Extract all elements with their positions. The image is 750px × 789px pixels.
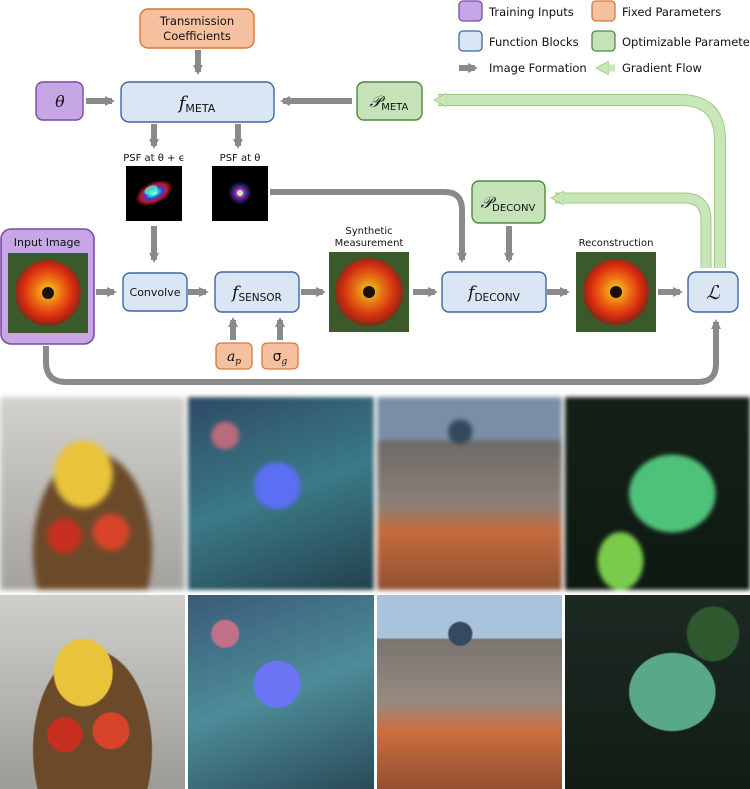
p-deconv-block: 𝒫DECONV xyxy=(471,180,546,224)
legend-image-formation: Image Formation xyxy=(489,61,587,75)
svg-text:Transmission: Transmission xyxy=(159,14,234,28)
psf-theta-image xyxy=(212,166,268,221)
legend-swatch-optim xyxy=(591,30,616,52)
svg-text:Coefficients: Coefficients xyxy=(163,29,231,43)
photo-row-blurry xyxy=(0,397,750,590)
svg-text:σg: σg xyxy=(273,349,288,367)
pipeline-diagram: Training Inputs Fixed Parameters Functio… xyxy=(0,0,750,385)
psf-eps-label: PSF at θ + ϵ xyxy=(123,153,185,164)
photo-chameleon-blurry xyxy=(564,397,750,590)
p-meta-block: 𝒫META xyxy=(356,81,423,121)
legend-gradient-flow: Gradient Flow xyxy=(622,61,702,75)
sigma-g-block: σg xyxy=(261,342,299,370)
gradient-flow-arrows xyxy=(438,100,726,268)
loss-block: ℒ xyxy=(687,271,739,313)
legend-fixed-parameters: Fixed Parameters xyxy=(622,5,721,19)
legend-swatch-fixed xyxy=(591,0,616,22)
f-deconv-block: fDECONV xyxy=(441,271,547,313)
photo-blue-flower-reconstructed xyxy=(188,595,374,789)
photo-fruit-bowl-reconstructed xyxy=(0,595,186,789)
photo-city-rooftops-blurry xyxy=(376,397,562,590)
photo-city-rooftops-reconstructed xyxy=(376,595,562,789)
legend-function-blocks: Function Blocks xyxy=(489,35,579,49)
input-image-block: Input Image xyxy=(0,228,95,345)
svg-text:fSENSOR: fSENSOR xyxy=(230,283,282,304)
svg-text:ap: ap xyxy=(227,349,241,367)
arrow-input-to-loss xyxy=(43,319,721,385)
synthetic-label-2: Measurement xyxy=(335,238,404,249)
theta-block: θ xyxy=(35,81,84,121)
convolve-block: Convolve xyxy=(122,272,188,312)
svg-text:Convolve: Convolve xyxy=(130,286,181,299)
svg-text:θ: θ xyxy=(55,92,65,111)
legend: Training Inputs Fixed Parameters Functio… xyxy=(458,0,750,75)
psf-eps-image xyxy=(126,166,182,221)
legend-optimizable-parameters: Optimizable Parameters xyxy=(622,35,750,49)
legend-swatch-training xyxy=(458,0,483,22)
reconstruction-photo xyxy=(576,252,656,332)
a-p-block: ap xyxy=(215,342,253,370)
reconstruction-label: Reconstruction xyxy=(579,238,654,249)
photo-row-reconstructed xyxy=(0,595,750,789)
photo-fruit-bowl-blurry xyxy=(0,397,186,590)
legend-training-inputs: Training Inputs xyxy=(488,5,574,19)
psf-theta-label: PSF at θ xyxy=(220,153,261,164)
synthetic-measurement-photo xyxy=(329,252,409,332)
photo-blue-flower-blurry xyxy=(188,397,374,590)
svg-text:Input Image: Input Image xyxy=(14,236,81,249)
arrow-psf-to-fdeconv xyxy=(270,189,467,263)
transmission-coefficients-block: Transmission Coefficients xyxy=(139,8,255,49)
synthetic-label-1: Synthetic xyxy=(345,226,392,237)
f-sensor-block: fSENSOR xyxy=(214,271,300,313)
input-image-photo xyxy=(8,253,88,333)
f-meta-block: fMETA xyxy=(120,81,275,123)
svg-text:fDECONV: fDECONV xyxy=(466,283,520,304)
image-formation-arrows xyxy=(43,50,721,385)
photo-chameleon-reconstructed xyxy=(564,595,750,789)
svg-text:ℒ: ℒ xyxy=(706,282,721,304)
legend-swatch-function xyxy=(458,30,483,52)
